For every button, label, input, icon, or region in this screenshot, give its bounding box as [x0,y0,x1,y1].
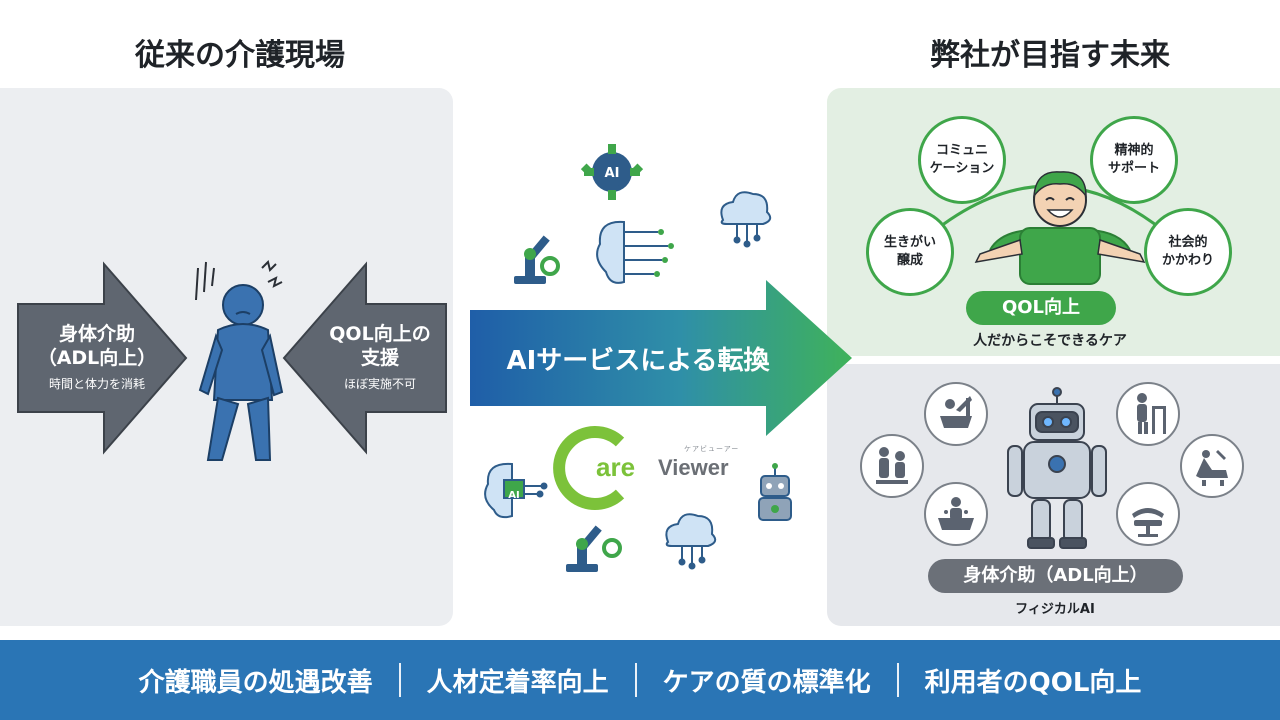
care-viewer-logo-kana: ケアビューアー [684,445,740,453]
care-viewer-logo-care: are [596,452,636,482]
walker-icon [1116,382,1180,446]
benefit-staff-treatment: 介護職員の処遇改善 [138,667,373,698]
robot-arm-icon [514,235,560,284]
physical-ai-caption: フィジカルAI [1015,602,1095,617]
small-robot-icon [758,463,792,521]
benefit-quality-standardization: ケアの質の標準化 [662,667,871,698]
ai-brain-icon [596,220,674,284]
benefits-bar: 介護職員の処遇改善 人材定着率向上 ケアの質の標準化 利用者のQOL向上 [0,640,1280,720]
ai-chip-label: AI [508,490,519,501]
divider [896,663,899,697]
right-pressure-arrow [282,261,447,455]
svg-text:AI: AI [605,166,620,181]
human-care-caption: 人だからこそできるケア [973,333,1127,349]
cloud-network-icon-bottom [665,513,717,570]
cloud-network-icon [720,191,772,248]
qol-support-label: QOL向上の 支援 [329,323,431,369]
communication-bubble: コミュニ ケーション [918,116,1006,204]
happy-caregiver-figure [974,171,1146,285]
care-robot-figure [1007,387,1107,549]
sad-mouth [235,311,251,315]
physical-care-adl-pill: 身体介助（ADL向上） [928,559,1183,593]
bath-tub-icon [924,482,988,546]
bathing-icon [924,382,988,446]
ai-gear-icon: AI [580,144,644,200]
massage-chair-icon [1180,434,1244,498]
qol-improvement-pill: QOL向上 [966,291,1116,325]
purpose-in-life-bubble: 生きがい 醸成 [866,208,954,296]
robot-arm-icon-bottom [566,525,622,572]
stress-lines-icon [195,260,283,301]
social-engagement-bubble: 社会的 かかわり [1144,208,1232,296]
ai-brain-chip-icon [484,462,548,519]
benefit-retention: 人材定着率向上 [426,667,609,698]
divider [398,663,401,697]
ai-transformation-label: AIサービスによる転換 [506,346,770,376]
traditional-care-title: 従来の介護現場 [135,38,345,73]
care-bed-icon [1116,482,1180,546]
stressed-caregiver-figure [198,284,284,461]
physical-care-sub: 時間と体力を消耗 [48,377,145,391]
mental-support-bubble: 精神的 サポート [1090,116,1178,204]
care-viewer-logo-c-icon [553,426,625,510]
transfer-assist-icon [860,434,924,498]
future-vision-title: 弊社が目指す未来 [930,38,1170,73]
physical-care-label: 身体介助 （ADL向上） [37,323,157,369]
qol-support-sub: ほぼ実施不可 [343,377,416,391]
transformation-arrow [470,280,852,436]
benefit-user-qol: 利用者のQOL向上 [924,667,1142,698]
left-pressure-arrow [17,261,188,455]
divider [634,663,637,697]
care-viewer-logo-viewer: Viewer [658,455,729,480]
